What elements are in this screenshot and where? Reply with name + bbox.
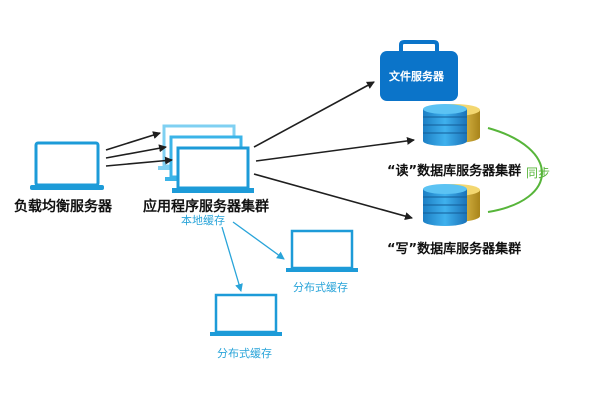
dist-cache-1-label: 分布式缓存 xyxy=(293,281,348,294)
arrow-local-to-dist-cache-2 xyxy=(221,226,243,292)
read-db-database-icon xyxy=(423,104,480,146)
dist-cache-2-label: 分布式缓存 xyxy=(217,347,272,360)
load-balancer-label: 负载均衡服务器 xyxy=(14,199,112,215)
arrow-lb-to-app-1 xyxy=(105,131,161,151)
dist-cache-1-laptop-icon xyxy=(286,229,358,272)
read-db-label: “读”数据库服务器集群 xyxy=(387,164,522,179)
arrow-lb-to-app-3 xyxy=(105,156,173,167)
load-balancer-laptop-icon xyxy=(30,141,104,190)
arrow-app-to-write-db xyxy=(253,173,413,220)
dist-cache-2-laptop-icon xyxy=(210,293,282,336)
arrow-app-to-read-db xyxy=(255,136,415,162)
app-cluster-label: 应用程序服务器集群 xyxy=(143,199,269,215)
write-db-label: “写”数据库服务器集群 xyxy=(387,242,522,257)
arrow-app-to-file-server xyxy=(253,81,375,148)
sync-label: 同步 xyxy=(526,166,551,180)
file-server-briefcase-icon xyxy=(380,40,458,101)
arrow-lb-to-app-2 xyxy=(105,144,167,159)
arrow-local-to-dist-cache-1 xyxy=(232,221,285,260)
local-cache-label: 本地缓存 xyxy=(181,214,225,227)
sync-curve xyxy=(487,127,543,213)
app-cluster-stacked-laptops-icon xyxy=(158,124,254,193)
write-db-database-icon xyxy=(423,184,480,226)
file-server-label: 文件服务器 xyxy=(389,70,444,83)
